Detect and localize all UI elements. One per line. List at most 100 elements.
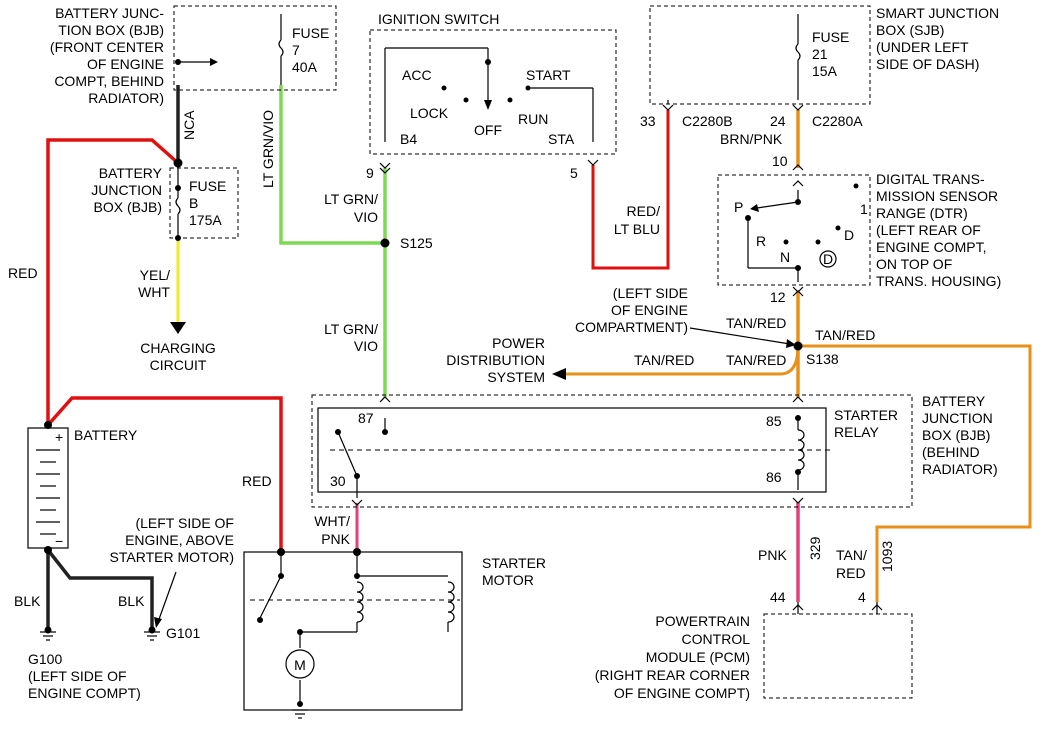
motor-circle <box>285 649 315 679</box>
pcm-box <box>763 613 913 699</box>
dtr-label-6: TRANS. HOUSING) <box>876 273 1001 289</box>
yel-wht-label-0: YEL/ <box>140 267 170 283</box>
sjb-label-3: SIDE OF DASH) <box>876 56 979 72</box>
s138-loc-label-0: (LEFT SIDE <box>613 285 688 301</box>
sjb-label-0: SMART JUNCTION <box>876 5 999 21</box>
ign-b4-label: B4 <box>400 131 417 147</box>
ign-start-label: START <box>526 67 571 83</box>
wht-pnk-label-0: WHT/ <box>314 513 350 529</box>
ignition-switch-title: IGNITION SWITCH <box>378 11 499 27</box>
dtr-label-2: RANGE (DTR) <box>876 205 968 221</box>
blk-label-left: BLK <box>14 593 41 609</box>
pcm-label-4: OF ENGINE COMPT) <box>614 685 750 701</box>
fuse21-label-1: 21 <box>812 46 828 62</box>
dtr-label-4: ENGINE COMPT, <box>876 239 986 255</box>
charging-circuit-label-0: CHARGING <box>140 340 215 356</box>
battery-symbol <box>27 427 69 549</box>
tan-red-label-1: TAN/RED <box>726 315 786 331</box>
ign-run-label: RUN <box>518 111 548 127</box>
starter-motor-label-0: STARTER <box>482 555 546 571</box>
g100-label-1: (LEFT SIDE OF <box>28 668 127 684</box>
power-dist-label-1: DISTRIBUTION <box>446 352 545 368</box>
pin-86: 86 <box>766 469 782 485</box>
bjb-front-label-5: RADIATOR) <box>88 90 164 106</box>
dtr-circled-d <box>819 250 837 268</box>
bjb-front-label-1: TION BOX (BJB) <box>58 22 164 38</box>
g100-label-0: G100 <box>28 651 62 667</box>
motor-m-symbol: M <box>294 657 306 673</box>
dtr-label-3: (LEFT REAR OF <box>876 222 981 238</box>
fuseb-label-1: B <box>189 195 198 211</box>
tan-red-pcm-label-0: TAN/ <box>836 547 867 563</box>
g101-loc-label-2: STARTER MOTOR) <box>110 549 234 565</box>
fuseb-label-2: 175A <box>189 212 222 228</box>
dtr-label-0: DIGITAL TRANS- <box>876 171 985 187</box>
starter-motor-label-1: MOTOR <box>482 572 534 588</box>
pin-10: 10 <box>772 153 788 169</box>
bjb-front-label-2: (FRONT CENTER <box>50 39 164 55</box>
connector-c2280b: C2280B <box>682 113 733 129</box>
bjb-right-label-3: (BEHIND <box>922 444 980 460</box>
sjb-label-1: BOX (SJB) <box>876 22 944 38</box>
bjb-front-label-3: OF ENGINE <box>87 56 164 72</box>
bjb-right-label-1: JUNCTION <box>922 410 993 426</box>
battery-plus: + <box>55 429 63 445</box>
bjb-left-label-2: BOX (BJB) <box>94 199 162 215</box>
circuit-1093-label: 1093 <box>879 541 895 572</box>
bjb-right-label-0: BATTERY <box>922 393 986 409</box>
wht-pnk-label-1: PNK <box>321 531 350 547</box>
connector-c2280a: C2280A <box>812 113 863 129</box>
bjb-front-label-0: BATTERY JUNC- <box>55 5 164 21</box>
bjb-left-box <box>169 167 239 239</box>
pin-87: 87 <box>358 410 374 426</box>
sjb-box <box>649 5 871 105</box>
fuse21-label-0: FUSE <box>812 29 849 45</box>
charging-circuit-label-1: CIRCUIT <box>150 357 207 373</box>
s138-loc-label-2: COMPARTMENT) <box>575 319 688 335</box>
bjb-left-label-1: JUNCTION <box>91 182 162 198</box>
dtr-box <box>717 174 871 286</box>
bjb-right-label-4: RADIATOR) <box>922 461 998 477</box>
pin-30: 30 <box>330 473 346 489</box>
bjb-right-label-2: BOX (BJB) <box>922 427 990 443</box>
red-lt-blu-label-1: LT BLU <box>614 221 660 237</box>
red-lt-blu-wire <box>591 110 670 270</box>
pin-85: 85 <box>766 413 782 429</box>
dtr-label-5: ON TOP OF <box>876 256 952 272</box>
red-wire-label-motor: RED <box>242 473 272 489</box>
lt-grn-vio-vertical-label: LT GRN/VIO <box>260 110 276 188</box>
bjb-front-label-4: COMPT, BEHIND <box>54 73 164 89</box>
s138-splice <box>793 341 803 351</box>
ign-off-label: OFF <box>474 122 502 138</box>
lt-grn-vio-label-b0: LT GRN/ <box>324 321 378 337</box>
dtr-label-1: MISSION SENSOR <box>876 188 998 204</box>
fuse7-label-0: FUSE <box>292 25 329 41</box>
s138-loc-label-1: OF ENGINE <box>611 302 688 318</box>
pcm-label-2: MODULE (PCM) <box>646 649 750 665</box>
tan-red-pcm-label-1: RED <box>836 565 866 581</box>
lt-grn-vio-label-a0: LT GRN/ <box>324 191 378 207</box>
g101-loc-label-1: ENGINE, ABOVE <box>125 532 234 548</box>
battery-plates <box>36 449 60 535</box>
ignition-switch-box <box>369 29 617 155</box>
fuse7-label-2: 40A <box>292 59 318 75</box>
s125-label: S125 <box>400 235 433 251</box>
ign-lock-label: LOCK <box>410 105 449 121</box>
pin-9: 9 <box>366 165 374 181</box>
red-wire-label-left: RED <box>8 265 38 281</box>
starter-relay-label-0: STARTER <box>834 407 898 423</box>
g100-label-2: ENGINE COMPT) <box>28 685 141 701</box>
splice-dots <box>44 59 859 707</box>
tan-red-label-3: TAN/RED <box>726 352 786 368</box>
dtr-pos-d: D <box>844 227 854 243</box>
blk-wire-battery-g101 <box>46 548 154 628</box>
pin-5: 5 <box>570 165 578 181</box>
circuit-329-label: 329 <box>807 536 823 560</box>
dtr-pos-p: P <box>734 199 743 215</box>
power-dist-label-0: POWER <box>492 335 545 351</box>
pcm-label-0: POWERTRAIN <box>655 613 750 629</box>
red-wire-battery-to-starter <box>46 396 283 552</box>
dtr-pos-r: R <box>756 233 766 249</box>
pin-12: 12 <box>770 289 786 305</box>
